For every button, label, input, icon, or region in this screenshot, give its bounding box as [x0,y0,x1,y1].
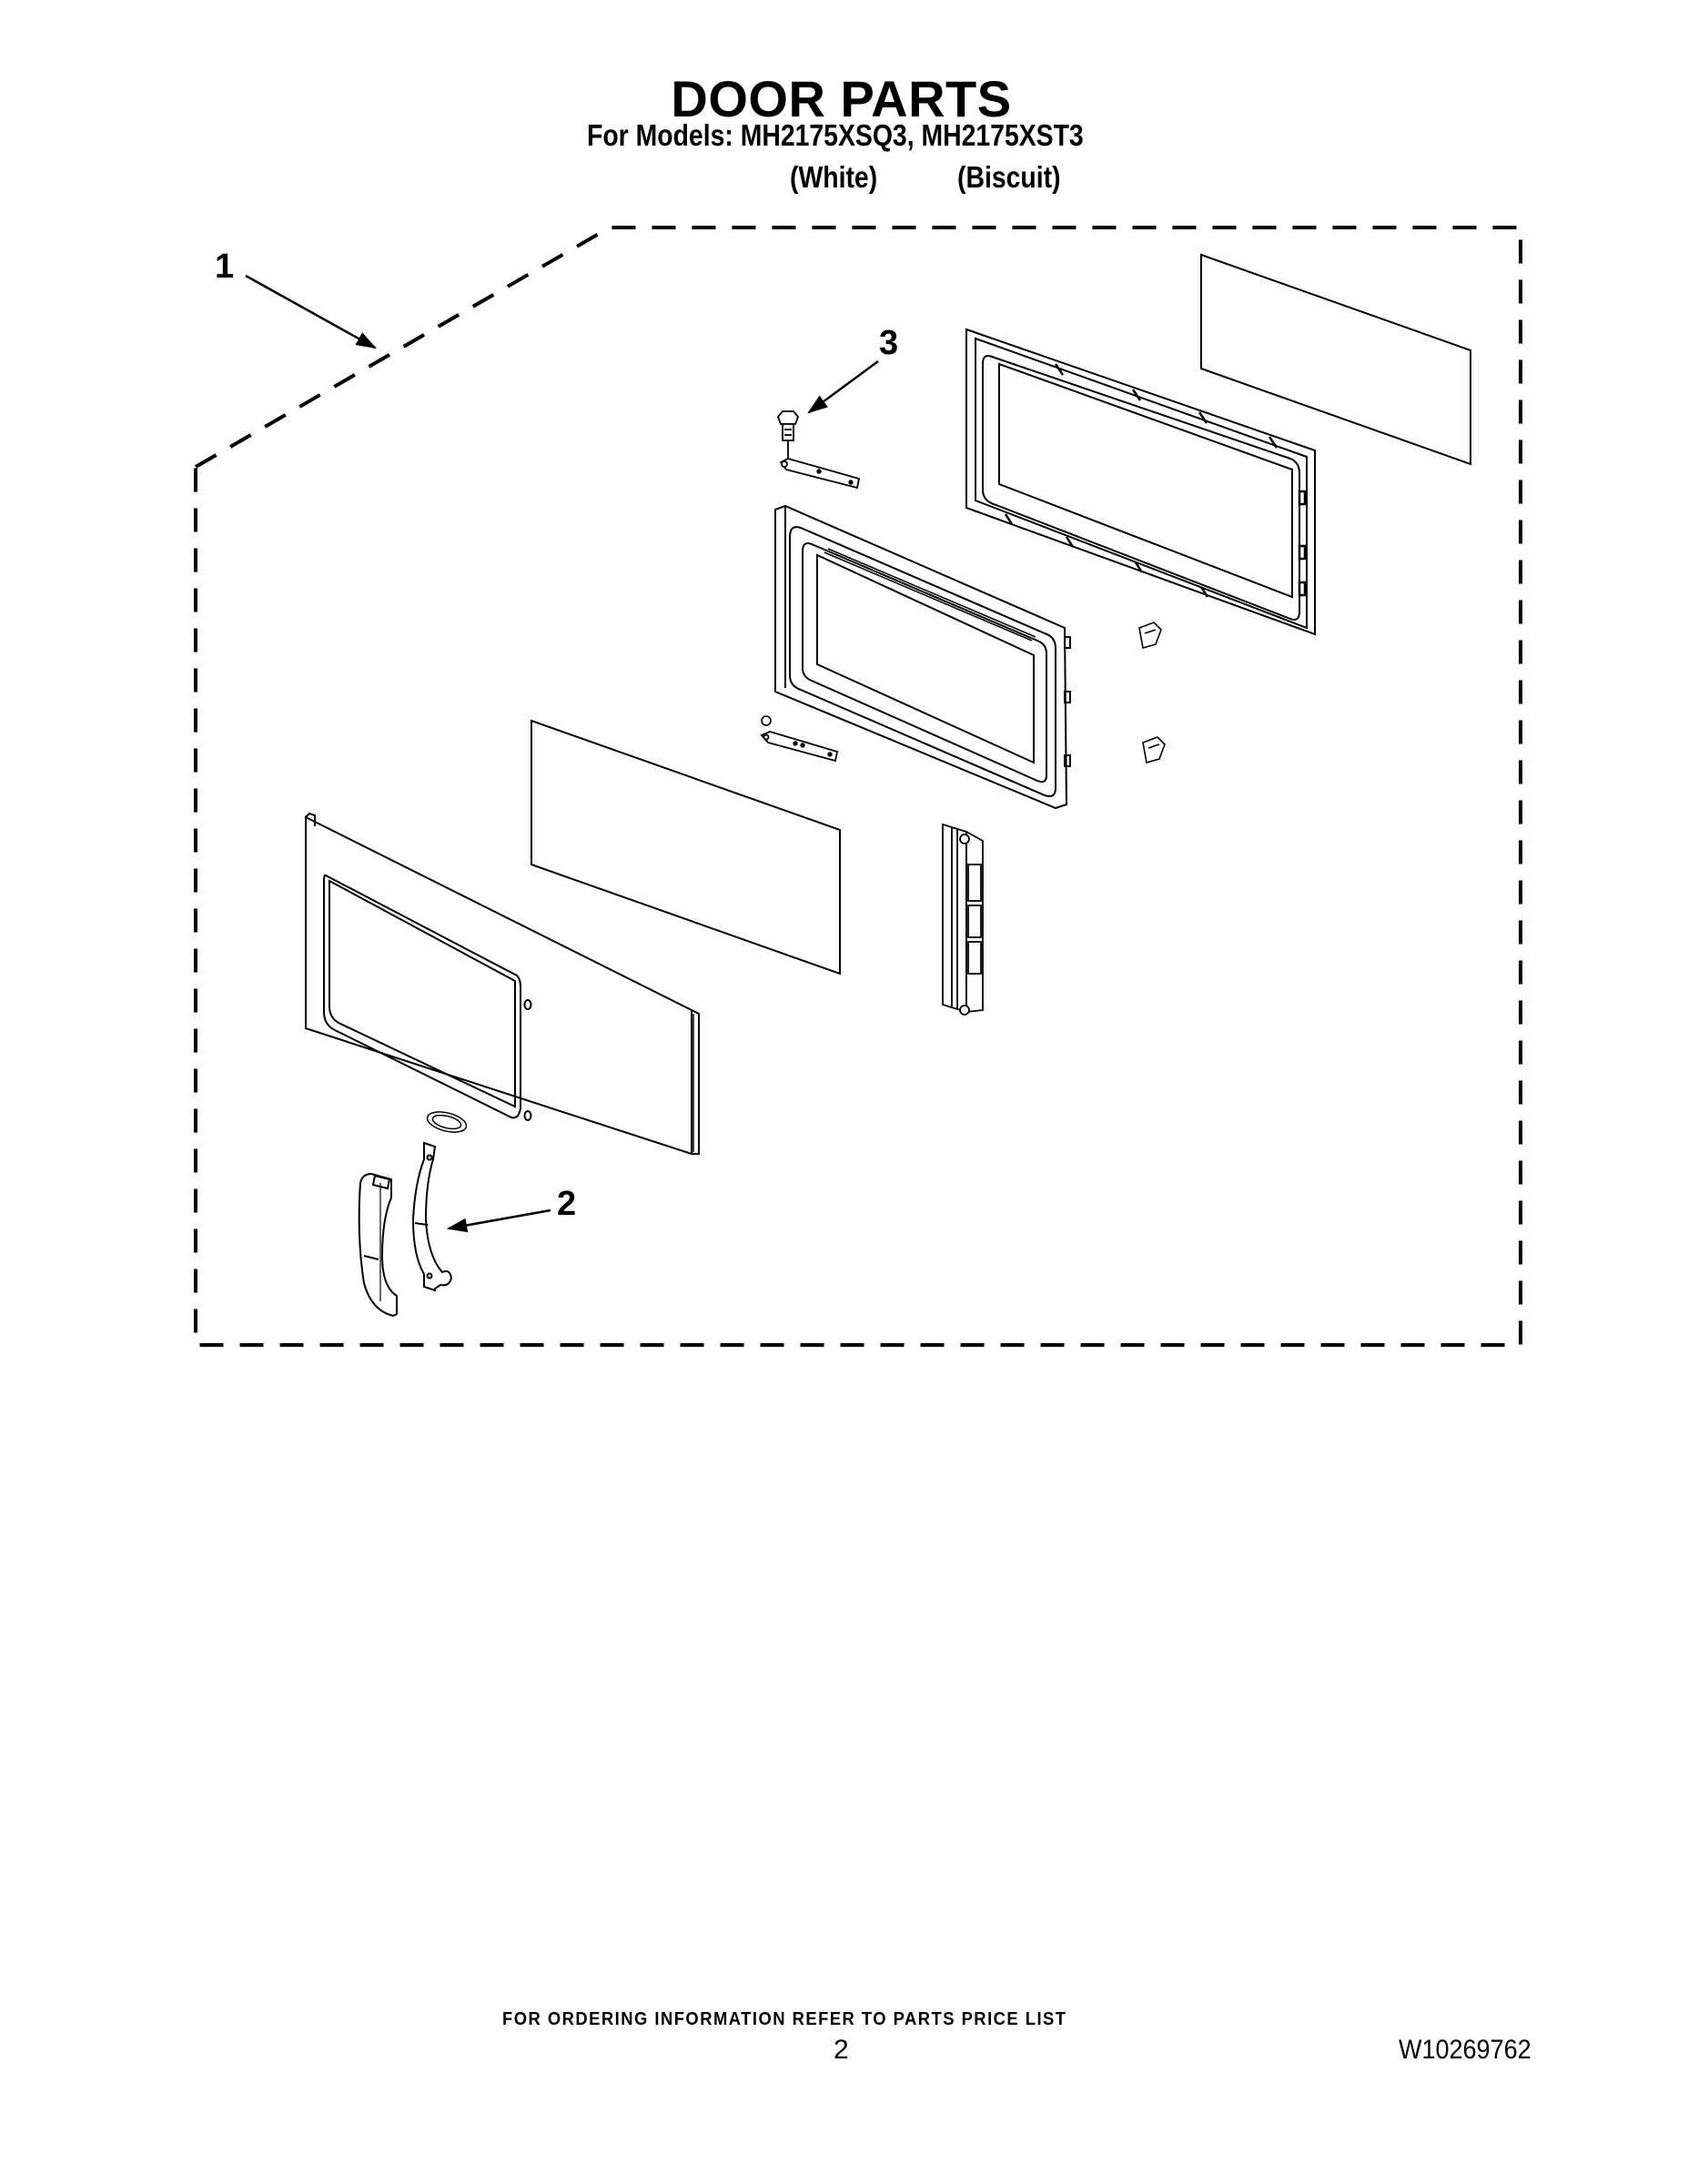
latch-block[interactable] [942,823,984,1016]
lower-latch-hook[interactable] [1142,736,1166,764]
handle-backing-bracket[interactable] [411,1141,453,1292]
outer-door-panel[interactable] [305,812,700,1156]
callout-2: 2 [557,1185,577,1223]
variant-biscuit-label: (Biscuit) [957,160,1061,194]
rear-glass-panel[interactable] [1200,253,1471,466]
callout-3-arrow [807,359,879,414]
door-window-glass[interactable] [531,719,841,976]
hinge-screw[interactable] [776,410,800,460]
callout-3: 3 [879,324,899,362]
page-title: DOOR PARTS [671,70,1012,127]
document-id: W10269762 [1399,2035,1531,2065]
callout-1: 1 [215,248,235,286]
models-line: For Models: MH2175XSQ3, MH2175XST3 [587,118,1084,152]
page-number: 2 [834,2035,849,2065]
lower-hinge-screw[interactable] [761,715,772,726]
callout-2-arrow [446,1208,551,1233]
variant-white-label: (White) [790,160,878,194]
choke-frame[interactable] [965,328,1316,636]
inner-door-frame[interactable] [774,504,1071,810]
lower-hinge[interactable] [760,731,839,763]
upper-hinge[interactable] [779,458,861,490]
upper-latch-hook[interactable] [1138,622,1162,650]
callout-1-arrow [245,274,377,349]
door-handle[interactable] [358,1172,398,1318]
logo-badge [426,1111,468,1133]
ordering-info-note: FOR ORDERING INFORMATION REFER TO PARTS … [502,2009,1067,2029]
assembly-boundary [194,226,1522,1347]
